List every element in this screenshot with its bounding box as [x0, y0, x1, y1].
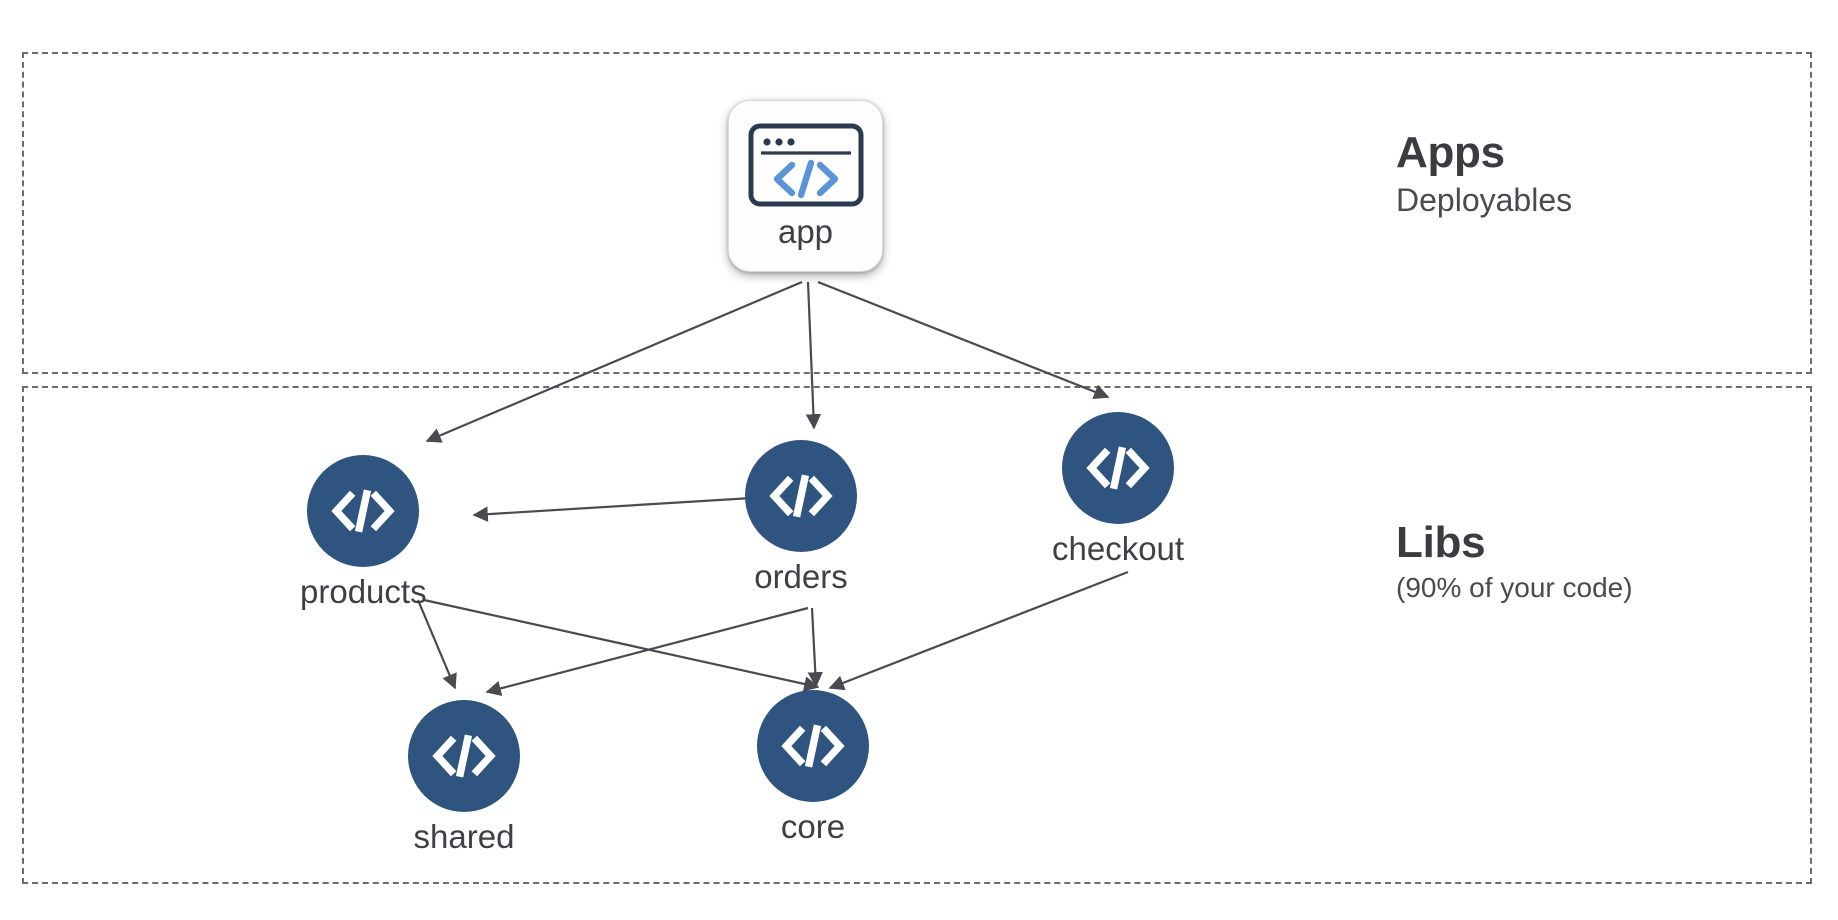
code-brackets-icon — [1062, 412, 1175, 524]
zone-libs-title: Libs — [1396, 518, 1486, 567]
zone-apps-subtitle: Deployables — [1396, 182, 1573, 219]
zone-apps-caption: Apps Deployables — [1396, 128, 1573, 220]
node-app-label: app — [777, 213, 834, 250]
zone-apps-title: Apps — [1396, 128, 1505, 177]
node-core-label: core — [780, 808, 846, 845]
node-checkout-label: checkout — [1052, 530, 1185, 567]
zone-libs-subtitle: (90% of your code) — [1396, 572, 1633, 604]
node-shared-label: shared — [413, 818, 515, 855]
code-brackets-icon — [745, 440, 857, 552]
node-shared[interactable]: shared — [408, 700, 520, 856]
code-browser-window-icon — [748, 123, 864, 207]
node-core[interactable]: core — [757, 690, 869, 846]
code-brackets-icon — [757, 690, 869, 802]
node-checkout[interactable]: checkout — [1052, 412, 1184, 568]
code-brackets-icon — [408, 700, 520, 812]
zone-libs — [22, 386, 1812, 884]
node-products[interactable]: products — [300, 455, 427, 611]
node-orders-label: orders — [754, 558, 848, 595]
node-products-label: products — [300, 573, 427, 610]
node-orders[interactable]: orders — [745, 440, 857, 596]
node-app[interactable]: app — [728, 100, 883, 272]
zone-libs-caption: Libs (90% of your code) — [1396, 518, 1633, 605]
code-brackets-icon — [307, 455, 420, 567]
